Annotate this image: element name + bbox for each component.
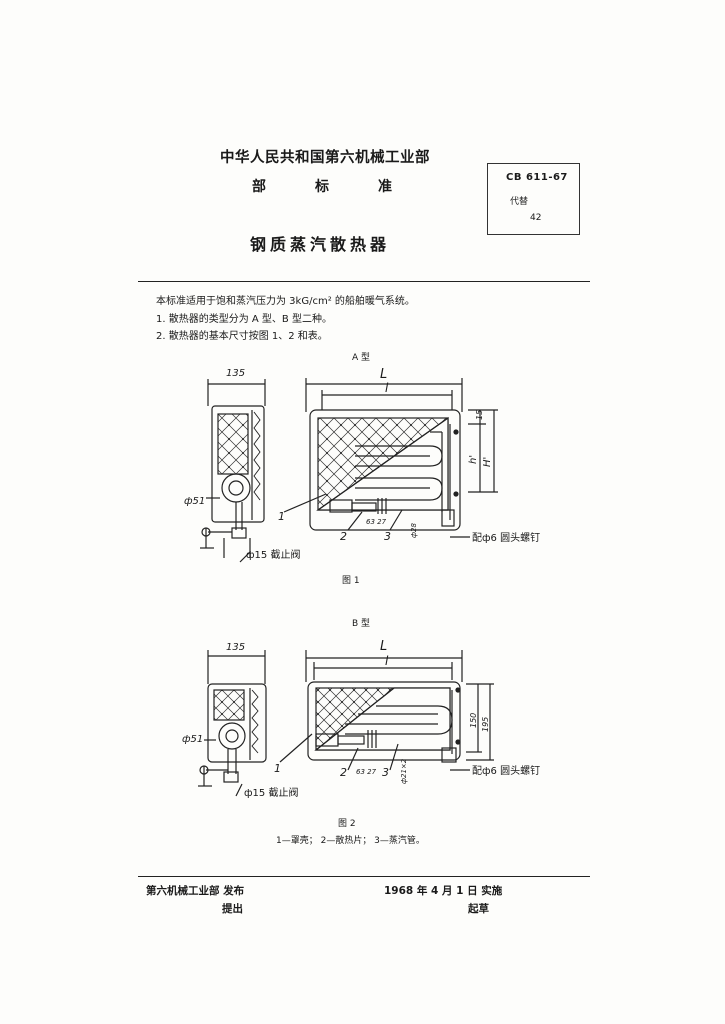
fig1-callout-1: 1	[278, 510, 285, 523]
fig2-pipe-od: ф51	[182, 734, 203, 745]
fig2-L-dim: L	[380, 639, 387, 654]
standard-label: 部 标 准	[252, 176, 392, 196]
figure1-drawing: 135 L l 15 h' H' ф51 ф15 截止阀 63 27 ф28 配…	[184, 367, 540, 563]
intro-line-3: 2. 散热器的基本尺寸按图 1、2 和表。	[156, 331, 328, 342]
fig1-top-dim: 15	[475, 410, 484, 420]
fig1-pipe-od: ф51	[184, 496, 205, 507]
fig2-bolt-label: 配ф6 圆头螺钉	[472, 765, 540, 777]
standard-code: CB 611-67	[506, 172, 568, 183]
intro-line-1: 本标准适用于饱和蒸汽压力为 3kG/cm² 的船舶暖气系统。	[156, 296, 415, 307]
standard-char-1: 部	[252, 179, 266, 195]
fig2-tube-dim: ф21×2	[400, 758, 408, 784]
fig1-L-dim: L	[380, 367, 387, 382]
publisher-sub: 提出	[222, 903, 243, 915]
fig1-depth-dim: 135	[226, 368, 245, 379]
replaces-label: 代替	[510, 197, 529, 207]
fig1-bolt-label: 配ф6 圆头螺钉	[472, 532, 540, 544]
standard-code-box: CB 611-67 代替 42	[487, 163, 580, 235]
header-rule	[138, 281, 590, 282]
fig1-h-dim: h'	[468, 455, 479, 464]
fig1-small-dims: 63 27	[366, 518, 387, 526]
replaces-number: 42	[530, 213, 542, 223]
fig1-callout-3: 3	[384, 530, 391, 543]
effective-sub: 起草	[468, 903, 489, 915]
figure-legend: 1—罩壳； 2—散热片； 3—蒸汽管。	[276, 836, 425, 846]
intro-line-2: 1. 散热器的类型分为 A 型、B 型二种。	[156, 314, 332, 325]
fig2-outer-height-dim: 195	[481, 717, 490, 732]
fig1-callout-2: 2	[340, 530, 347, 543]
standard-char-3: 准	[378, 179, 392, 195]
issuer-name: 中华人民共和国第六机械工业部	[220, 150, 430, 166]
fig2-callout-3: 3	[382, 766, 389, 779]
figure2-drawing: 135 L l 150 195 ф51 ф15 截止阀 63 27 ф21×2 …	[182, 639, 540, 799]
fig1-l-dim: l	[385, 381, 389, 395]
effective-date: 1968 年 4 月 1 日 实施	[384, 885, 503, 897]
standard-char-2: 标	[315, 179, 329, 195]
fig1-H-dim: H'	[482, 457, 493, 467]
document-title: 钢质蒸汽散热器	[250, 235, 391, 254]
fig2-depth-dim: 135	[226, 642, 245, 653]
fig1-valve-label: ф15 截止阀	[246, 548, 300, 561]
figure1-caption: 图 1	[342, 576, 360, 586]
fig2-callout-2: 2	[340, 766, 347, 779]
footer-rule	[138, 876, 590, 877]
fig2-valve-label: ф15 截止阀	[244, 786, 298, 799]
fig2-l-dim: l	[385, 654, 389, 668]
figure1-type-label: A 型	[352, 353, 371, 363]
fig1-tube-dim: ф28	[410, 523, 418, 538]
publisher: 第六机械工业部 发布	[146, 885, 245, 897]
fig2-small-dims: 63 27	[356, 768, 377, 776]
fig2-callout-1: 1	[274, 762, 281, 775]
figure2-caption: 图 2	[338, 819, 356, 829]
fig2-inner-height-dim: 150	[469, 713, 478, 728]
figure2-type-label: B 型	[352, 619, 371, 629]
